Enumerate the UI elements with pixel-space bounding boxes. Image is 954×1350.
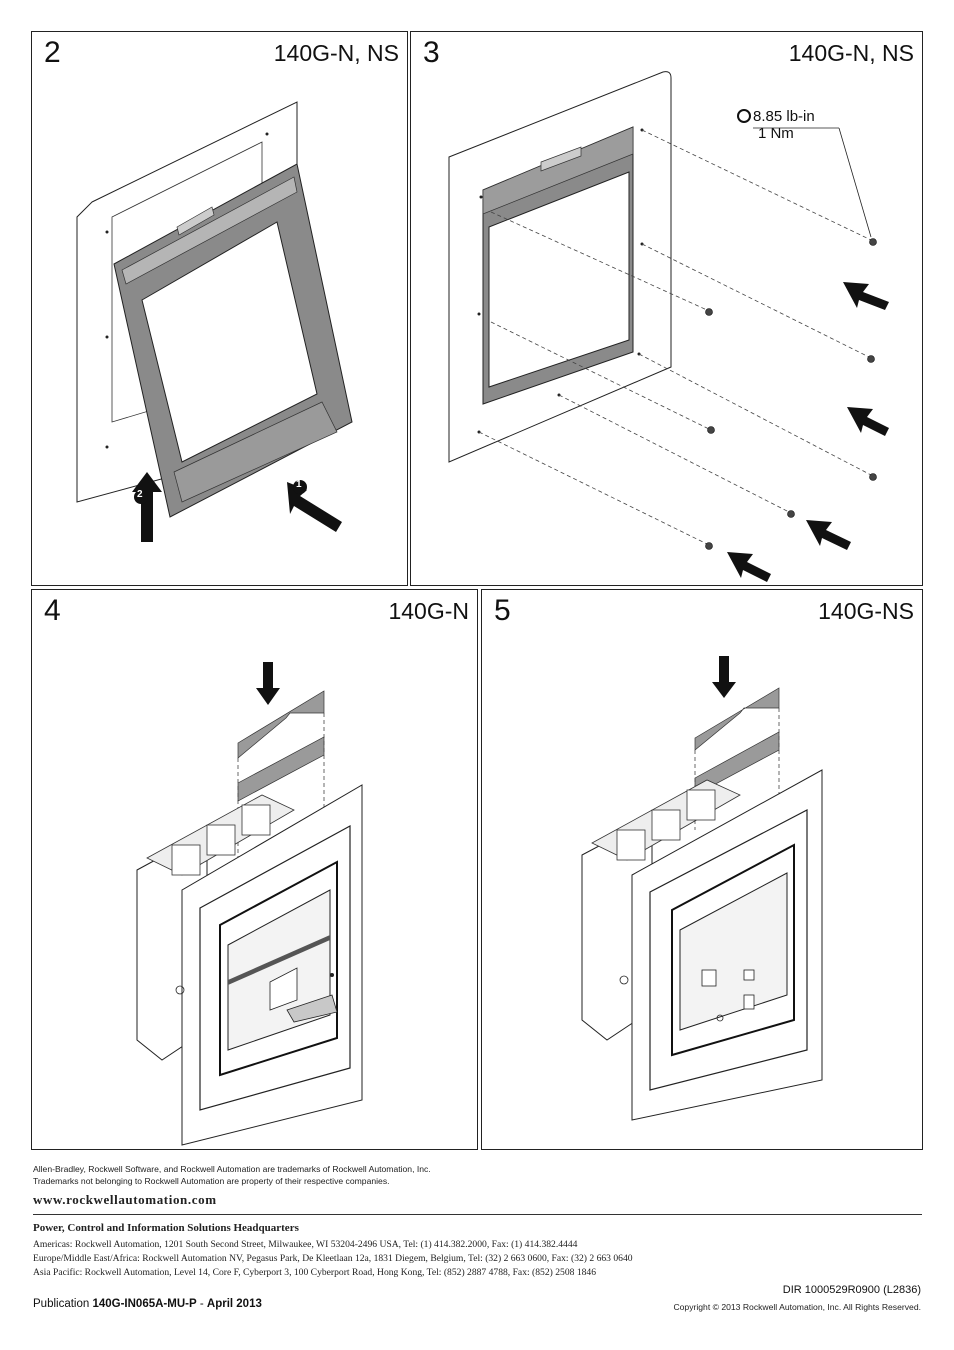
footer-divider	[33, 1214, 922, 1215]
panel-step-2: 2 140G-N, NS 1 2	[31, 31, 408, 586]
step-number: 5	[494, 594, 511, 627]
cover-insert-illustration	[581, 656, 823, 1121]
model-label: 140G-N, NS	[788, 40, 914, 66]
callout-1: 1	[296, 479, 302, 490]
torque-spec: 8.85 lb-in 1 Nm	[737, 108, 815, 142]
hq-title: Power, Control and Information Solutions…	[33, 1222, 299, 1234]
trademark-line-2: Trademarks not belonging to Rockwell Aut…	[33, 1176, 390, 1186]
panel-step-5: 5 140G-NS	[481, 589, 923, 1150]
model-label: 140G-NS	[818, 598, 914, 624]
dir-number: DIR 1000529R0900 (L2836)	[782, 1284, 921, 1296]
trademark-line-1: Allen-Bradley, Rockwell Software, and Ro…	[33, 1164, 431, 1174]
address-americas: Americas: Rockwell Automation, 1201 Sout…	[33, 1239, 578, 1250]
panel-step-4: 4 140G-N	[31, 589, 478, 1150]
step-number: 3	[423, 36, 440, 69]
publication-info: Publication 140G-IN065A-MU-P - April 201…	[33, 1298, 262, 1310]
torque-metric: 1 Nm	[757, 125, 794, 142]
model-label: 140G-N	[388, 598, 469, 624]
address-europe: Europe/Middle East/Africa: Rockwell Auto…	[33, 1253, 633, 1264]
publication-date: April 2013	[206, 1298, 262, 1310]
cover-insert-illustration	[136, 662, 363, 1146]
torque-icon	[737, 109, 751, 123]
panel-step-3: 3 140G-N, NS 8.85 lb-in 1 Nm	[410, 31, 923, 586]
publication-separator: -	[199, 1298, 204, 1310]
publication-prefix: Publication	[33, 1298, 90, 1310]
publication-number: 140G-IN065A-MU-P	[92, 1298, 197, 1310]
step-number: 4	[44, 594, 61, 627]
torque-imperial: 8.85 lb-in	[753, 108, 815, 125]
copyright: Copyright © 2013 Rockwell Automation, In…	[673, 1302, 921, 1312]
address-asia: Asia Pacific: Rockwell Automation, Level…	[33, 1267, 597, 1278]
frame-tilt-illustration	[76, 101, 353, 542]
model-label: 140G-N, NS	[273, 40, 399, 66]
step-number: 2	[44, 36, 61, 69]
callout-2: 2	[137, 489, 143, 500]
website-link[interactable]: www.rockwellautomation.com	[33, 1192, 217, 1207]
screw-mounting-illustration	[448, 71, 889, 582]
